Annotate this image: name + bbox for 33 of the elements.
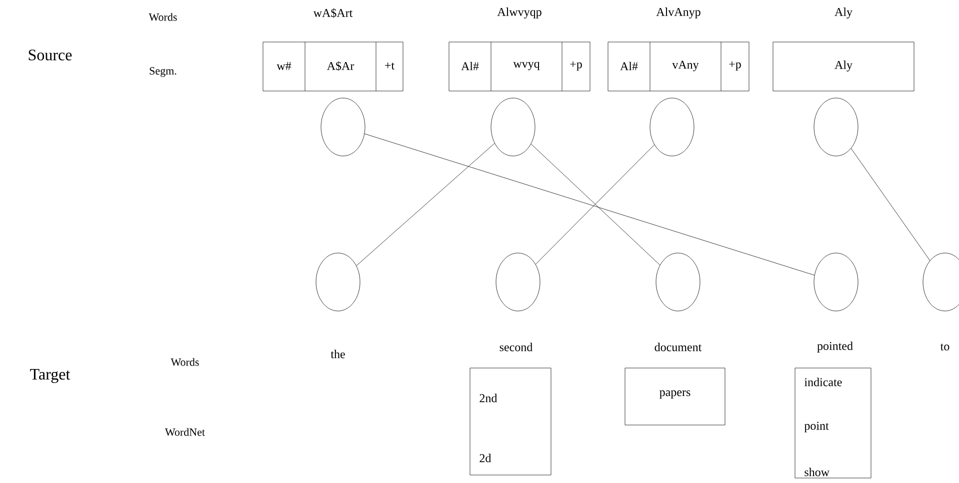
side-heading: Source [28,50,72,60]
word-label: Aly [834,8,852,18]
synonym-box: 2nd 2d [470,368,552,476]
row-label: Words [148,13,177,21]
row-label: Words [170,358,199,366]
segmentation-box: w# A$Ar +t [262,42,404,92]
segmentation-box: Al# vAny +p [608,42,750,92]
row-label: WordNet [165,428,205,436]
circle [650,98,694,156]
alignment-line [850,148,930,261]
circle [656,252,700,312]
word-label: wA$Art [313,8,353,18]
circle [316,252,360,312]
word-label: second [500,342,533,352]
alignment-line [364,134,815,276]
circle [320,98,366,156]
synonym-box: papers [624,368,726,426]
circle [814,252,858,312]
word-label: AlvAnyp [656,8,700,18]
word-label: the [330,350,345,358]
word-label: Alwvyqp [497,8,542,18]
circle [490,98,536,156]
segmentation-box: Aly [772,42,914,92]
side-heading: Target [30,369,70,383]
synonym-box: indicate point show [794,368,872,478]
segmentation-box: Al# wvyq +p [448,42,590,92]
word-label: pointed [817,342,853,352]
alignment-line [356,143,495,266]
circle [496,252,540,312]
circle [814,98,858,156]
row-label: Segm. [150,67,176,77]
word-label: to [940,344,950,350]
word-label: document [654,342,702,352]
